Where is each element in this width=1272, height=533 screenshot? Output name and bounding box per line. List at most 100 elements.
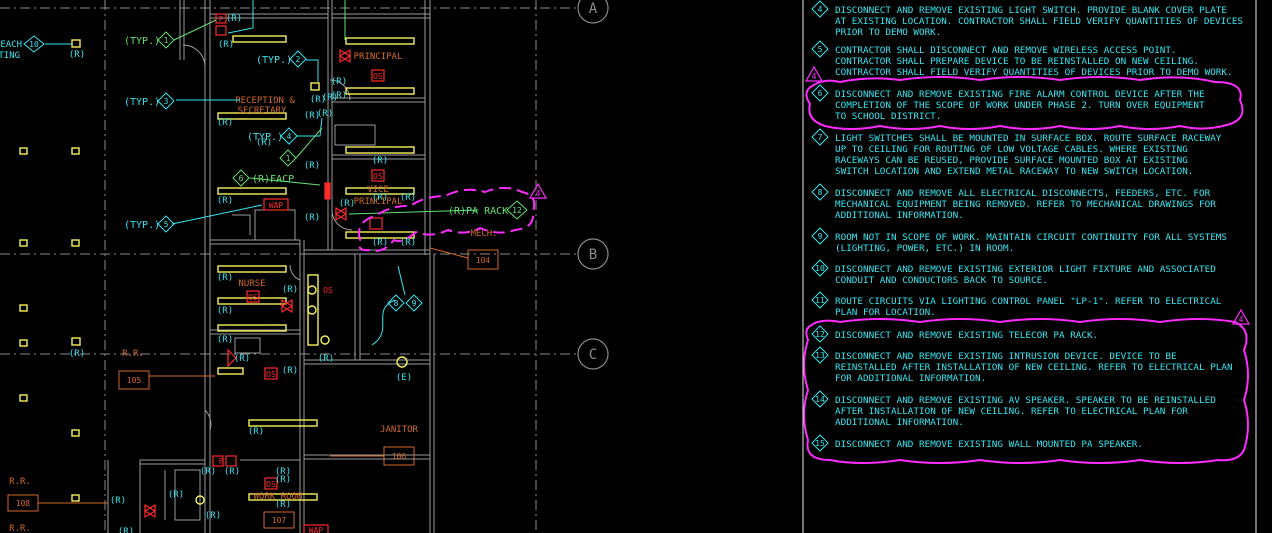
note-number: 4 xyxy=(818,5,823,14)
note-item: 8 DISCONNECT AND REMOVE ALL ELECTRICAL DI… xyxy=(811,183,1216,221)
note-line: ROUTE CIRCUITS VIA LIGHTING CONTROL PANE… xyxy=(835,296,1222,307)
note-number-diamond xyxy=(811,390,829,408)
note-number: 7 xyxy=(818,133,823,142)
callout-diamond xyxy=(157,215,175,233)
room-nurse: NURSE xyxy=(238,279,265,289)
callout-number: 1 xyxy=(164,36,169,45)
note-line: PRIOR TO DEMO WORK. xyxy=(835,27,941,38)
note-line: AT EXISTING LOCATION. CONTRACTOR SHALL F… xyxy=(835,16,1243,27)
room-number-work-room: 107 xyxy=(272,516,287,525)
grid-lines xyxy=(0,0,578,533)
remove-tag: (R) xyxy=(217,273,233,283)
note-number: 12 xyxy=(815,330,825,339)
grid-bubbles: A B C xyxy=(577,0,609,370)
note-line: MECHANICAL EQUIPMENT BEING REMOVED. REFE… xyxy=(835,199,1216,210)
note-number: 5 xyxy=(818,45,823,54)
wap-tag-2: WAP xyxy=(309,526,324,533)
note-line: RACEWAYS CAN BE REUSED, PROVIDE SURFACE … xyxy=(835,155,1188,166)
note-item: 5 CONTRACTOR SHALL DISCONNECT AND REMOVE … xyxy=(811,40,1233,78)
fire-alarm-tag: F xyxy=(219,15,224,24)
callout-diamond xyxy=(289,50,307,68)
note-number-diamond xyxy=(811,183,829,201)
note-line: DISCONNECT AND REMOVE EXISTING INTRUSION… xyxy=(835,351,1177,362)
grid-bubble-b: B xyxy=(577,238,609,270)
callout-diamond xyxy=(280,127,298,145)
note-number: 8 xyxy=(818,188,823,197)
typ-label: (TYP.) xyxy=(256,55,292,66)
remove-tag: (R) xyxy=(339,199,355,209)
room-reception-line1: RECEPTION & xyxy=(235,96,295,106)
note-line: DISCONNECT AND REMOVE ALL ELECTRICAL DIS… xyxy=(835,188,1211,199)
room-rr-bottom1: R.R. xyxy=(9,477,31,487)
remove-tag: (R) xyxy=(218,40,234,50)
note-number: 10 xyxy=(815,264,825,273)
note-number-diamond xyxy=(811,434,829,452)
remove-tag: (R) xyxy=(200,467,216,477)
note-number-diamond xyxy=(811,291,829,309)
grid-bubble-c: C xyxy=(577,338,609,370)
remove-tag: (R) xyxy=(304,111,320,121)
revision-tag-labels: 4 4 4 xyxy=(536,72,1244,324)
callout-each-line1: EACH xyxy=(0,40,22,50)
callout-number: 2 xyxy=(296,55,301,64)
room-names: PRINCIPAL RECEPTION & SECRETARY VICE PRI… xyxy=(9,52,497,533)
wap-tags: WAP WAP xyxy=(263,198,329,533)
callout-each-num: 10 xyxy=(29,40,39,49)
callout-one: 1 xyxy=(279,149,297,167)
remove-tag: (R) xyxy=(331,91,347,101)
typ-label: (TYP.) xyxy=(124,97,160,108)
remove-tag: (R) xyxy=(224,467,240,477)
remove-tag: (R) xyxy=(400,238,416,248)
note-line: ROOM NOT IN SCOPE OF WORK. MAINTAIN CIRC… xyxy=(835,232,1227,243)
room-work-room: WORK ROOM xyxy=(254,492,303,502)
remove-tag: (R) xyxy=(217,196,233,206)
remove-tag: (R) xyxy=(217,335,233,345)
typ-callout: (TYP.)1 xyxy=(124,31,175,49)
callout-each: EACH TING 10 xyxy=(0,35,45,61)
note-line: CONTRACTOR SHALL DISCONNECT AND REMOVE W… xyxy=(835,45,1177,56)
revision-tag-1: 4 xyxy=(536,189,541,198)
remove-tag: (R) xyxy=(372,238,388,248)
callout-number: 3 xyxy=(164,97,169,106)
callout-pa-rack-label: (R)PA RACK xyxy=(448,206,508,217)
grid-bubble-a: A xyxy=(577,0,609,24)
note-line: DISCONNECT AND REMOVE EXISTING TELECOR P… xyxy=(835,330,1098,341)
remove-tag: (R) xyxy=(372,193,388,203)
revision-cloud-pa-rack xyxy=(358,187,536,252)
remove-tag: (R) xyxy=(226,14,242,24)
note-number-diamond xyxy=(811,128,829,146)
callout-each-line2: TING xyxy=(0,51,20,61)
note-line: DISCONNECT AND REMOVE EXISTING FIRE ALAR… xyxy=(835,89,1205,100)
callout-pa-rack: (R)PA RACK 12 xyxy=(448,200,528,220)
remove-tag: (R) xyxy=(217,118,233,128)
room-vice-line2: PRINCIPAL xyxy=(354,197,403,207)
remove-tag: (R) xyxy=(69,50,85,60)
callout-number: 1 xyxy=(286,154,291,163)
note-number: 14 xyxy=(815,395,825,404)
room-mech: MECH. xyxy=(470,229,497,239)
revision-tag-3: 4 xyxy=(1239,315,1244,324)
revision-tags xyxy=(528,65,1251,325)
callout-number: 4 xyxy=(287,132,292,141)
typ-callouts: (TYP.)1(TYP.)2(TYP.)3(TYP.)4(TYP.)51 xyxy=(124,31,307,233)
note-line: DISCONNECT AND REMOVE EXISTING EXTERIOR … xyxy=(835,264,1216,275)
r-tags: (R) (R) (R) (R) (R) (R) (R) (R) (R) (R) (R) (R) (R) (… xyxy=(69,14,416,533)
note-number-diamond xyxy=(811,346,829,364)
note-line: SWITCH LOCATION AND EXTEND METAL RACEWAY… xyxy=(835,166,1193,177)
room-reception-line2: SECRETARY xyxy=(238,106,287,116)
room-rr-bottom2: R.R. xyxy=(9,524,31,533)
note-number-diamond xyxy=(811,325,829,343)
remove-tag: (R) xyxy=(282,285,298,295)
typ-label: (TYP.) xyxy=(247,132,283,143)
note-item: 12 DISCONNECT AND REMOVE EXISTING TELECOR… xyxy=(811,325,1098,343)
remove-tag: (R) xyxy=(275,467,291,477)
typ-callout: (TYP.) 4 xyxy=(247,127,298,145)
note-line: PLAN FOR LOCATION. xyxy=(835,307,936,318)
occupancy-sensor-tag-1: OS xyxy=(373,72,383,81)
room-number-mech: 104 xyxy=(476,256,491,265)
